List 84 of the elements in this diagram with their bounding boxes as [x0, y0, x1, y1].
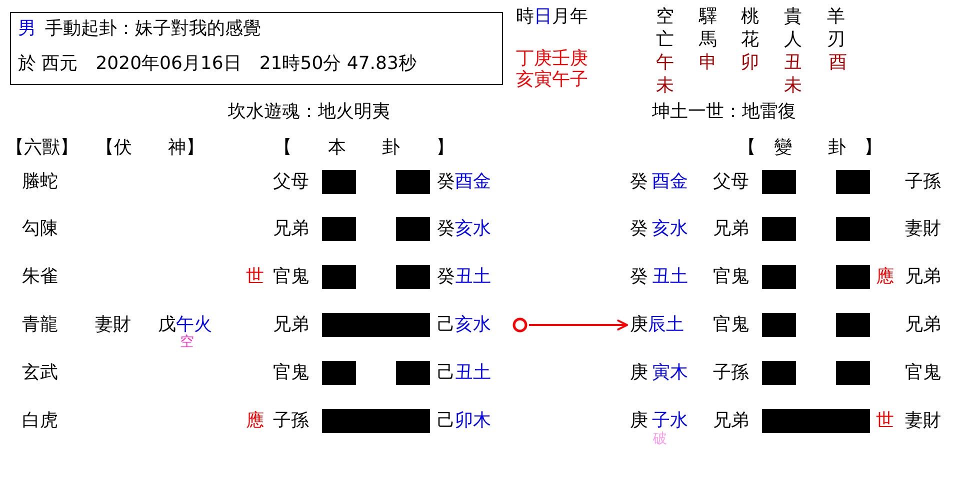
info-box — [10, 12, 503, 85]
pillar-stems: 丁庚壬庚 — [516, 48, 588, 70]
stem-label: 庚 — [630, 314, 648, 335]
relation-label: 官鬼 — [713, 314, 749, 336]
branch-element: 亥水 — [455, 218, 491, 240]
column-header: 【伏 神】 — [96, 137, 204, 159]
hexagram-title: 坎水遊魂：地火明夷 — [228, 101, 390, 123]
shensha-name: 桃花 — [741, 5, 760, 51]
relation-label: 官鬼 — [713, 266, 749, 288]
relation-label: 官鬼 — [273, 362, 309, 384]
arrow — [529, 319, 628, 331]
branch-element: 丑土 — [455, 266, 491, 288]
column-header: 【六獸】 — [6, 137, 78, 159]
ying-mark: 應 — [876, 266, 894, 288]
pillar-header: 日 — [534, 6, 552, 28]
shensha-name: 驛馬 — [699, 5, 718, 51]
relation-label: 兄弟 — [713, 218, 749, 240]
void-mark: 空 — [180, 334, 194, 350]
broken-mark: 破 — [653, 431, 667, 447]
relation-label: 子孫 — [713, 362, 749, 384]
six-beast: 玄武 — [22, 362, 58, 384]
branch-element: 午火 — [176, 314, 212, 335]
branch-element: 丑土 — [455, 362, 491, 384]
column-header: 【 本 卦 】 — [274, 137, 454, 159]
six-beast: 朱雀 — [22, 266, 58, 288]
branch-element: 子水 — [652, 410, 688, 432]
branch-element: 辰土 — [648, 314, 684, 335]
relation-label: 兄弟 — [713, 410, 749, 432]
gender-mark: 男 — [18, 18, 36, 40]
six-beast: 螣蛇 — [22, 171, 58, 193]
hexagram-title: 坤土一世：地雷復 — [652, 101, 796, 123]
moving-line-circle — [512, 318, 528, 332]
stem-label: 癸 — [437, 218, 455, 240]
question-text: 手動起卦：妹子對我的感覺 — [45, 18, 261, 40]
stem-label: 己 — [437, 362, 455, 384]
six-beast: 青龍 — [22, 314, 58, 336]
pillar-header: 時 — [516, 6, 534, 28]
stem-label: 戊 — [158, 314, 176, 336]
shensha-branch: 午未 — [656, 51, 675, 97]
relation-label: 妻財 — [905, 410, 941, 432]
ying-mark: 應 — [246, 410, 264, 432]
shensha-branch: 卯 — [741, 51, 760, 74]
stem-label: 己 — [437, 314, 455, 336]
stem-label: 癸 — [630, 218, 648, 240]
shi-mark: 世 — [246, 266, 264, 288]
relation-label: 父母 — [713, 171, 749, 193]
branch-element: 卯木 — [455, 410, 491, 432]
shensha-branch: 酉 — [829, 51, 848, 74]
branch-element: 酉金 — [652, 171, 688, 193]
stem-label: 癸 — [630, 171, 648, 193]
shensha-name: 羊刃 — [827, 5, 846, 51]
six-beast: 勾陳 — [22, 218, 58, 240]
relation-label: 兄弟 — [273, 218, 309, 240]
relation-label: 兄弟 — [905, 266, 941, 288]
shensha-branch: 申 — [699, 51, 718, 74]
shi-mark: 世 — [876, 410, 894, 432]
relation-label: 父母 — [273, 171, 309, 193]
hidden-relation: 妻財 — [95, 314, 131, 336]
relation-label: 官鬼 — [273, 266, 309, 288]
branch-element: 酉金 — [455, 171, 491, 193]
relation-label: 兄弟 — [905, 314, 941, 336]
date-time-text: 於 西元 2020年06月16日 21時50分 47.83秒 — [18, 53, 416, 75]
branch-element: 亥水 — [652, 218, 688, 240]
branch-element: 亥水 — [455, 314, 491, 336]
relation-label: 子孫 — [273, 410, 309, 432]
stem-label: 癸 — [437, 171, 455, 193]
branch-element: 丑土 — [652, 266, 688, 288]
six-beast: 白虎 — [22, 410, 58, 432]
stem-label: 庚 — [630, 410, 648, 432]
pillar-header: 月年 — [552, 6, 588, 28]
shensha-name: 空亡 — [656, 5, 675, 51]
stem-label: 癸 — [630, 266, 648, 288]
stem-label: 癸 — [437, 266, 455, 288]
relation-label: 官鬼 — [905, 362, 941, 384]
relation-label: 兄弟 — [273, 314, 309, 336]
column-header: 【 變 卦 】 — [738, 137, 882, 159]
shensha-name: 貴人 — [784, 5, 803, 51]
stem-label: 己 — [437, 410, 455, 432]
shensha-branch: 丑未 — [784, 51, 803, 97]
relation-label: 子孫 — [905, 171, 941, 193]
stem-label: 庚 — [630, 362, 648, 384]
pillar-branches: 亥寅午子 — [516, 69, 588, 91]
branch-element: 寅木 — [652, 362, 688, 384]
relation-label: 妻財 — [905, 218, 941, 240]
